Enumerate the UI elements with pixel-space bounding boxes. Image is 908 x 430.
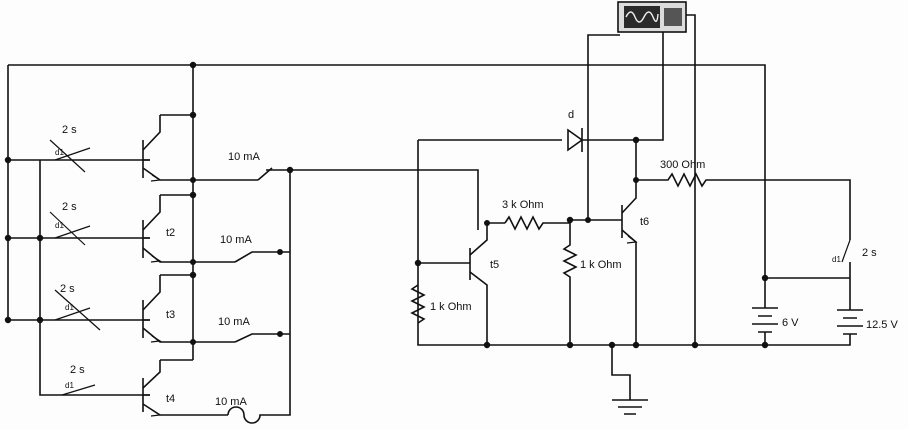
fuse-1-label: 10 mA <box>228 151 260 163</box>
transistor-t2: t2 <box>142 195 235 263</box>
resistor-3k: 3 k Ohm <box>502 199 570 231</box>
switch-5-key: d1 <box>832 255 841 264</box>
oscilloscope-icon[interactable] <box>617 1 687 33</box>
bus-junctions <box>4 61 197 324</box>
fuse-3: 10 mA <box>218 316 280 343</box>
fuse-3-label: 10 mA <box>218 316 250 328</box>
resistor-300-label: 300 Ohm <box>660 159 705 171</box>
resistor-1k-mid-label: 1 k Ohm <box>580 259 622 271</box>
emitter-junctions <box>190 177 196 345</box>
diode-d: d <box>567 109 636 152</box>
battery-6v: 6 V <box>752 278 799 345</box>
transistor-t4-label: t4 <box>166 393 175 405</box>
transistor-t6: t6 <box>621 140 649 345</box>
resistor-1k-mid: 1 k Ohm <box>562 220 622 345</box>
switch-2-key: d1 <box>55 221 64 230</box>
switch-4-key: d1 <box>65 381 74 390</box>
switch-1-key: d1 <box>55 148 64 157</box>
battery-6v-label: 6 V <box>782 317 799 329</box>
scope-lead-1 <box>587 34 620 220</box>
ground-icon <box>611 345 648 415</box>
signal-line <box>290 169 479 230</box>
fuse-taps <box>280 251 290 335</box>
battery-12v-label: 12.5 V <box>866 319 898 331</box>
transistor-t5-label: t5 <box>490 259 499 271</box>
fuse-collector <box>280 170 291 416</box>
battery-12v: 12.5 V <box>765 300 898 346</box>
switch-5: 2 s d1 <box>832 239 877 300</box>
fuse-2-label: 10 mA <box>220 234 252 246</box>
switch-1: 2 s d1 <box>49 124 91 173</box>
scope-ground-lead <box>686 14 696 345</box>
resistor-1k-left: 1 k Ohm <box>410 284 472 324</box>
transistor-t3-label: t3 <box>166 309 175 321</box>
fuse-2: 10 mA <box>220 234 280 263</box>
transistor-t6-label: t6 <box>640 216 649 228</box>
switch-3-time: 2 s <box>60 283 75 295</box>
resistor-3k-label: 3 k Ohm <box>502 199 544 211</box>
switch-1-time: 2 s <box>62 124 77 136</box>
switch-4: 2 s d1 <box>61 364 96 396</box>
resistor-1k-left-label: 1 k Ohm <box>430 301 472 313</box>
diode-label: d <box>568 109 574 121</box>
transistor-t1 <box>142 115 258 182</box>
transistor-t5: t5 <box>418 222 505 345</box>
scope-lead-2 <box>636 15 664 141</box>
fuse-1: 10 mA <box>228 151 290 181</box>
fuse-4: 10 mA <box>215 396 280 424</box>
switch-2: 2 s d1 <box>49 201 91 246</box>
resistor-300: 300 Ohm <box>636 159 851 240</box>
bottom-rail <box>417 140 765 346</box>
switch-4-time: 2 s <box>70 364 85 376</box>
transistor-t2-label: t2 <box>166 227 175 239</box>
switch-3-key: d1 <box>65 303 74 312</box>
base-leads <box>143 159 150 396</box>
transistor-t3: t3 <box>142 275 235 343</box>
switch-3: 2 s d1 <box>54 283 101 331</box>
fuse-4-label: 10 mA <box>215 396 247 408</box>
switch-5-time: 2 s <box>862 247 877 259</box>
switch-2-time: 2 s <box>62 201 77 213</box>
